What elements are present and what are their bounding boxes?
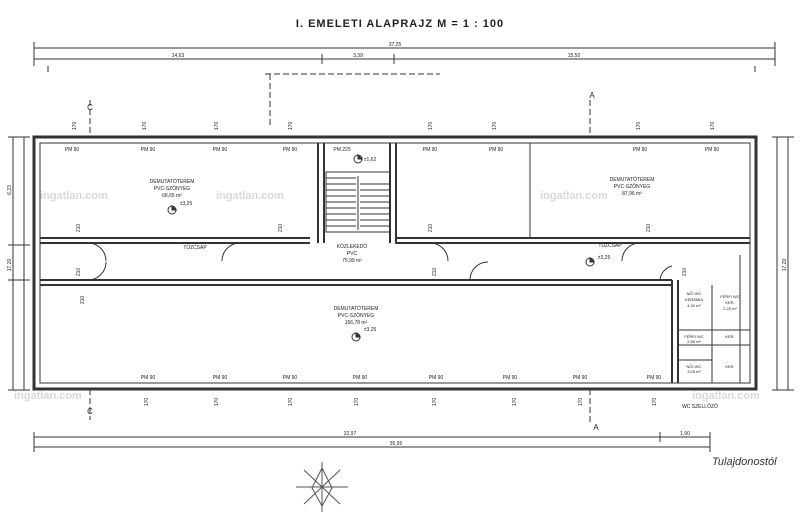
window-bottom-label: PM 90 (573, 375, 588, 381)
window-top-label: PM 90 (489, 147, 504, 153)
room1-floor: PVC-SZÖNYEG (154, 185, 191, 192)
drawing-title: I. EMELETI ALAPRAJZ M = 1 : 100 (295, 18, 505, 30)
dim-bottom-right: 1,90 (680, 431, 690, 437)
dim-left-lower: 17,20 (7, 259, 13, 272)
room2-floor: PVC-SZÖNYEG (614, 183, 651, 190)
window-bottom-label: PM 90 (429, 375, 444, 381)
window-top-height: 170 (428, 122, 434, 131)
section-a-top: A (589, 91, 595, 100)
dim-left-upper: 6,23 (7, 185, 13, 195)
window-bottom-label: PM 90 (141, 375, 156, 381)
dim-top-left: 14,63 (172, 53, 185, 59)
stair-level: ±1,62 (364, 157, 377, 163)
window-top-height: 170 (288, 122, 294, 131)
window-bottom-height: 170 (288, 398, 294, 407)
watermark: ingatlan.com (692, 390, 760, 402)
tuzcsap-left: TŰZCSAP (183, 244, 207, 251)
wc-small-name: FÉRFI WC (720, 294, 739, 299)
door-height: 210 (76, 268, 82, 277)
section-c-top: C (87, 103, 93, 112)
dim-top-right: 15,50 (568, 53, 581, 59)
window-top-label: PM 90 (141, 147, 156, 153)
window-bottom-label: PM 90 (647, 375, 662, 381)
wc-shaft-label: WC SZELLŐZŐ (682, 403, 718, 410)
window-bottom-height: 170 (144, 398, 150, 407)
corridor-level: ±3,25 (598, 255, 611, 261)
window-top-height: 170 (636, 122, 642, 131)
section-a-bottom: A (593, 423, 599, 432)
dim-top-mid: 3,39 (353, 53, 363, 59)
door-swings (87, 242, 673, 281)
interior-walls (40, 143, 750, 383)
window-top-label: PM 90 (65, 147, 80, 153)
window-top-height: 170 (142, 122, 148, 131)
room1-area: 68,65 m² (162, 193, 182, 199)
wc-small-area: 2,20 m² (723, 306, 737, 311)
stair-label: PM 225 (333, 147, 350, 153)
window-bottom-label: PM 90 (353, 375, 368, 381)
wc2-name: FÉRFI WC (684, 334, 703, 339)
watermark: ingatlan.com (216, 190, 284, 202)
section-c-bottom: C (87, 407, 93, 416)
tuzcsap-right: TŰZCSAP (598, 242, 622, 249)
door-height: 210 (278, 224, 284, 233)
window-top-label: PM 90 (283, 147, 298, 153)
window-top-height: 170 (710, 122, 716, 131)
door-height: 210 (682, 268, 688, 277)
window-top-label: PM 90 (213, 147, 228, 153)
window-bottom-height: 170 (354, 398, 360, 407)
wc-small-floor: KER. (725, 300, 734, 305)
window-top-label: PM 90 (633, 147, 648, 153)
window-bottom-height: 170 (578, 398, 584, 407)
door-height: 210 (432, 268, 438, 277)
window-bottom-label: PM 90 (283, 375, 298, 381)
window-bottom-height: 170 (512, 398, 518, 407)
owner-note: Tulajdonostól (712, 456, 777, 468)
staircase (325, 171, 391, 233)
room3-floor: PVC-SZÖNYEG (338, 312, 375, 319)
dim-bottom-total: 35,95 (390, 441, 403, 447)
window-top-height: 170 (492, 122, 498, 131)
door-height: 210 (76, 224, 82, 233)
window-bottom-label: PM 90 (503, 375, 518, 381)
room3-area: 156,78 m² (345, 320, 368, 326)
window-bottom-label: PM 90 (213, 375, 228, 381)
room1-level: ±3,25 (180, 201, 193, 207)
wc3-floor: KER. (725, 334, 734, 339)
wc-men-floor: KERÁMIA (685, 297, 703, 302)
dim-right-total: 17,20 (782, 259, 788, 272)
room3-name: DEMUTATÓTEREM (334, 305, 379, 312)
door-height: 210 (80, 296, 86, 305)
corridor-floor: PVC (347, 251, 358, 257)
wc-men-name: NŐI WC (687, 291, 702, 296)
watermark: ingatlan.com (14, 390, 82, 402)
wc3-name: NŐI WC (687, 364, 702, 369)
window-top-height: 170 (214, 122, 220, 131)
watermark: ingatlan.com (540, 190, 608, 202)
window-bottom-height: 170 (652, 398, 658, 407)
corridor-area: 75,99 m² (342, 258, 362, 264)
watermark: ingatlan.com (40, 190, 108, 202)
wc-men-area: 4,30 m² (687, 303, 701, 308)
wc2-area: 2,96 m² (687, 339, 701, 344)
window-top-height: 170 (72, 122, 78, 131)
door-height: 210 (646, 224, 652, 233)
room2-name: DEMUTATÓTEREM (610, 176, 655, 183)
level-markers (167, 153, 596, 342)
door-height: 210 (428, 224, 434, 233)
north-arrow-icon (296, 462, 348, 512)
window-top-label: PM 90 (423, 147, 438, 153)
room3-level: ±3.25 (364, 327, 377, 333)
window-bottom-height: 170 (214, 398, 220, 407)
room1-name: DEMUTATÓTEREM (150, 178, 195, 185)
wc3-floor-label: KER. (725, 364, 734, 369)
dim-top-total: 37,25 (389, 42, 402, 48)
window-top-label: PM 90 (705, 147, 720, 153)
corridor-name: KÖZLEKEDŐ (337, 243, 368, 250)
room2-area: 87,96 m² (622, 191, 642, 197)
window-bottom-height: 170 (432, 398, 438, 407)
wc3-area: 3,05 m² (687, 369, 701, 374)
dim-bottom-main: 32,97 (344, 431, 357, 437)
